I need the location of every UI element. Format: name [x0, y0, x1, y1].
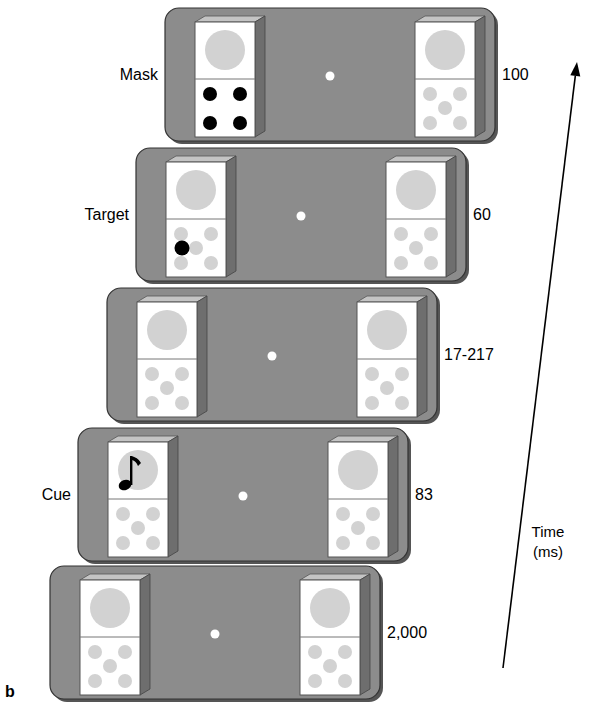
duration-value: 60 [473, 205, 491, 225]
axis-label: Time (ms) [524, 522, 572, 562]
panel-letter: b [5, 682, 15, 702]
time-arrow [503, 76, 575, 668]
arrow-head [570, 62, 580, 77]
target-frame [136, 148, 469, 284]
duration-value: 2,000 [387, 623, 427, 643]
mask-frame [165, 8, 498, 144]
interval-frame [107, 288, 440, 424]
duration-value: 100 [502, 65, 529, 85]
frame-label: Target [85, 205, 129, 225]
frame-label: Cue [42, 485, 71, 505]
fixation-frame [50, 566, 383, 702]
duration-value: 83 [415, 485, 433, 505]
cue-frame [78, 428, 411, 564]
frame-label: Mask [120, 65, 158, 85]
duration-value: 17-217 [444, 345, 494, 365]
